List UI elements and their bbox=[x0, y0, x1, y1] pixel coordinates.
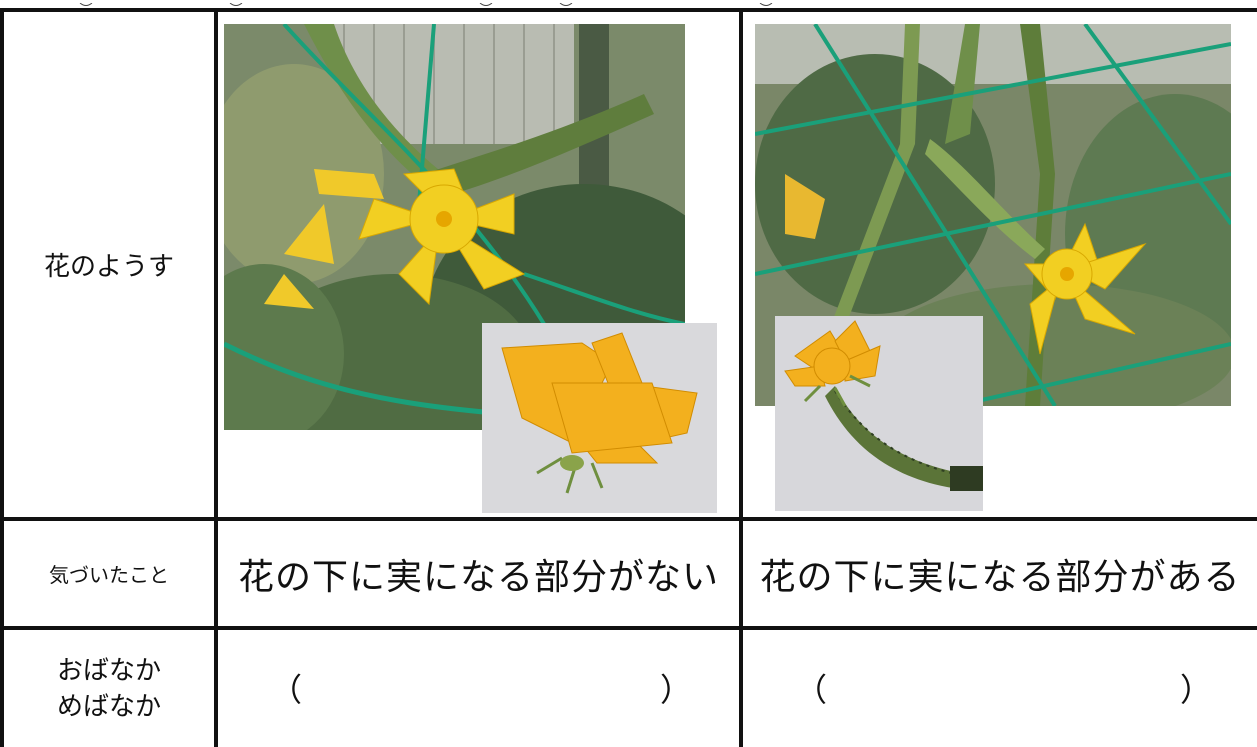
table-divider-row1 bbox=[0, 517, 1257, 521]
cropped-top-edge bbox=[0, 0, 1257, 12]
table-border-left bbox=[0, 8, 4, 747]
answer-paren-open-1: （ bbox=[270, 671, 303, 709]
table-divider-row2 bbox=[0, 626, 1257, 630]
row-label-line1: おばなか bbox=[56, 655, 161, 686]
table-border-top bbox=[0, 8, 1257, 12]
observation-female: 花の下に実になる部分がある bbox=[759, 556, 1241, 598]
row-label-male-female: おばなか めばなか bbox=[4, 630, 214, 747]
row-label-observation: 気づいたこと bbox=[49, 563, 169, 587]
answer-paren-close-1: ） bbox=[660, 671, 693, 709]
observation-male: 花の下に実になる部分がない bbox=[237, 556, 719, 598]
table-divider-col1 bbox=[214, 8, 218, 747]
female-flower-closeup-photo bbox=[775, 316, 983, 511]
answer-paren-close-2: ） bbox=[1180, 671, 1213, 709]
answer-paren-open-2: （ bbox=[795, 671, 828, 709]
row-label-flower: 花のようす bbox=[43, 252, 174, 282]
male-flower-closeup-photo bbox=[482, 323, 717, 513]
table-divider-col2 bbox=[739, 8, 743, 747]
row-label-line2: めばなか bbox=[56, 691, 161, 722]
